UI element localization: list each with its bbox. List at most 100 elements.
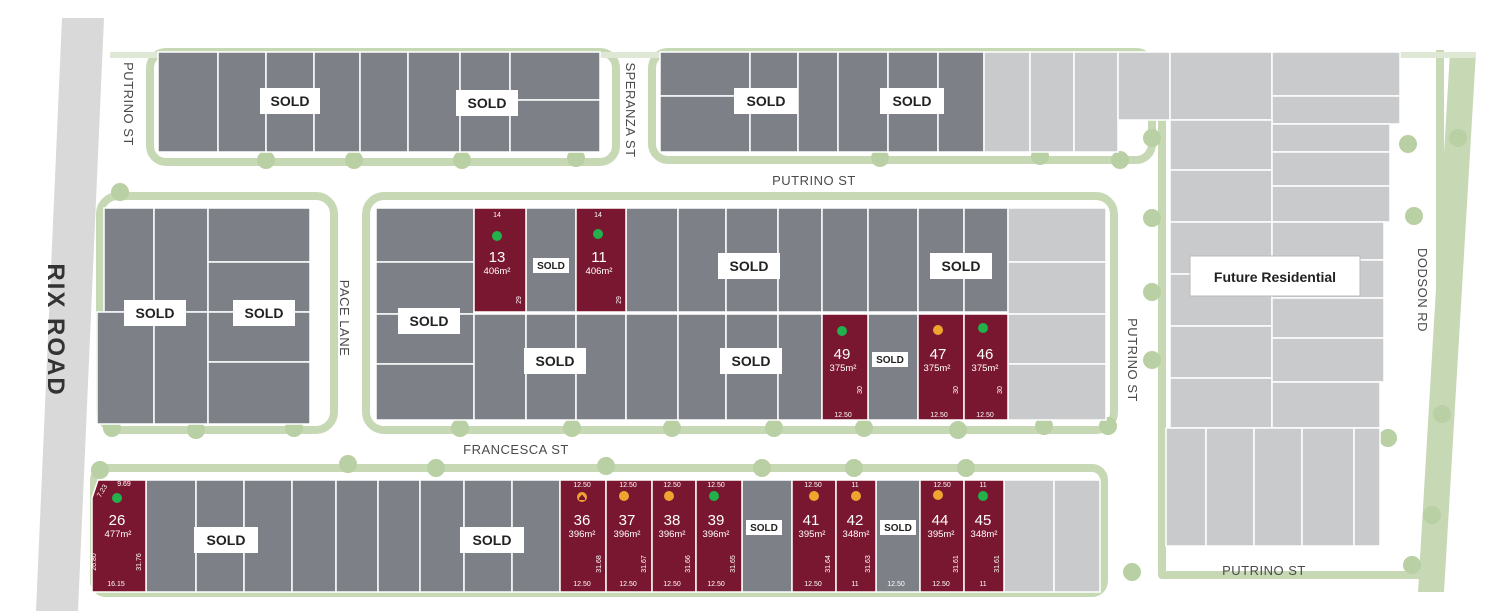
lot-13-number: 13 bbox=[489, 249, 506, 266]
rix-road bbox=[36, 18, 104, 611]
lot-39-shape[interactable] bbox=[695, 479, 743, 593]
lot-42-area: 348m² bbox=[843, 529, 870, 540]
lot-11-number: 11 bbox=[591, 249, 607, 266]
lot-45-side-dim: 31.61 bbox=[994, 555, 1001, 573]
svg-text:SOLD: SOLD bbox=[136, 305, 175, 321]
svg-text:SOLD: SOLD bbox=[884, 523, 912, 534]
lot-47-shape[interactable] bbox=[917, 313, 965, 421]
lot-41-bottom-dim: 12.50 bbox=[804, 581, 822, 588]
sold-label: SOLD bbox=[880, 88, 944, 114]
lot-47-area: 375m² bbox=[924, 363, 951, 374]
lot-38-hold-dot bbox=[664, 491, 674, 501]
lot-49-side-dim: 30 bbox=[857, 386, 864, 394]
lot-37-side-dim: 31.67 bbox=[641, 555, 648, 573]
lot-45-top-dim: 11 bbox=[979, 482, 986, 489]
francesca-st-label: FRANCESCA ST bbox=[463, 442, 569, 457]
sold-label: SOLD bbox=[930, 253, 992, 279]
sold-lots-mid bbox=[375, 207, 1009, 421]
lot-37-top-dim: 12.50 bbox=[619, 482, 637, 489]
lot-26-available-dot bbox=[112, 493, 122, 503]
svg-text:SOLD: SOLD bbox=[750, 523, 778, 534]
lot-46-number: 46 bbox=[977, 346, 994, 363]
svg-text:SOLD: SOLD bbox=[473, 532, 512, 548]
lot-37-bottom-dim: 12.50 bbox=[619, 581, 637, 588]
lot-44-top-dim: 12.50 bbox=[933, 482, 951, 489]
putrino-st-bottom-label: PUTRINO ST bbox=[1222, 563, 1306, 578]
sold-label: SOLD bbox=[460, 527, 524, 553]
lot-13-available-dot bbox=[492, 231, 502, 241]
svg-text:SOLD: SOLD bbox=[876, 355, 904, 366]
lot-38-bottom-dim: 12.50 bbox=[663, 581, 681, 588]
lot-11-available-dot bbox=[593, 229, 603, 239]
dodson-verge bbox=[1418, 52, 1476, 592]
lot-42-hold-dot bbox=[851, 491, 861, 501]
house-icon bbox=[577, 492, 587, 502]
svg-text:SOLD: SOLD bbox=[271, 93, 310, 109]
sold-label: SOLD bbox=[734, 88, 798, 114]
lot-46-bottom-dim: 12.50 bbox=[976, 412, 994, 419]
lot-46-side-dim: 30 bbox=[997, 386, 1004, 394]
lot-45-shape[interactable] bbox=[963, 479, 1005, 593]
lot-37-hold-dot bbox=[619, 491, 629, 501]
lot-41-hold-dot bbox=[809, 491, 819, 501]
svg-text:Future Residential: Future Residential bbox=[1214, 269, 1336, 285]
lot-49-available-dot bbox=[837, 326, 847, 336]
sold-label-small: SOLD bbox=[880, 520, 916, 535]
sold-label-small: SOLD bbox=[872, 352, 908, 367]
svg-text:SOLD: SOLD bbox=[207, 532, 246, 548]
lot-47-hold-dot bbox=[933, 325, 943, 335]
future-lots-mid bbox=[1007, 207, 1107, 421]
lot-42-side-dim: 31.63 bbox=[865, 555, 872, 573]
lot-49-area: 375m² bbox=[830, 363, 857, 374]
lot-39-available-dot bbox=[709, 491, 719, 501]
lot-47-number: 47 bbox=[930, 346, 947, 363]
lot-39-top-dim: 12.50 bbox=[707, 482, 725, 489]
lot-39-number: 39 bbox=[708, 512, 725, 529]
lot-45-bottom-dim: 11 bbox=[979, 581, 986, 588]
lot-26-side-dim: 31.76 bbox=[136, 553, 143, 571]
svg-text:SOLD: SOLD bbox=[730, 258, 769, 274]
lot-11-top-dim: 14 bbox=[594, 212, 602, 219]
lot-13-shape[interactable] bbox=[473, 207, 527, 313]
lot-26-top-dim: 9.69 bbox=[117, 481, 131, 488]
lot-39-side-dim: 31.65 bbox=[730, 555, 737, 573]
lot-26-shape[interactable] bbox=[91, 479, 147, 593]
lot-38-top-dim: 12.50 bbox=[663, 482, 681, 489]
svg-text:SOLD: SOLD bbox=[747, 93, 786, 109]
lot-38-number: 38 bbox=[664, 512, 681, 529]
putrino-st-west-label: PUTRINO ST bbox=[121, 62, 136, 146]
lot-36-shape[interactable] bbox=[559, 479, 607, 593]
lot-44-area: 395m² bbox=[928, 529, 955, 540]
pace-lane-label: PACE LANE bbox=[337, 280, 352, 357]
lot-44-bottom-dim: 12.50 bbox=[932, 581, 950, 588]
sold-label: SOLD bbox=[233, 300, 295, 326]
lot-44-shape[interactable] bbox=[919, 479, 965, 593]
lot-45-number: 45 bbox=[975, 512, 992, 529]
speranza-st-label: SPERANZA ST bbox=[623, 62, 638, 157]
lot-38-shape[interactable] bbox=[651, 479, 697, 593]
lot-42-top-dim: 11 bbox=[851, 482, 858, 489]
svg-text:SOLD: SOLD bbox=[732, 353, 771, 369]
rix-road-label: RIX ROAD bbox=[42, 263, 69, 396]
sold-label: SOLD bbox=[524, 348, 586, 374]
lot-11-area: 406m² bbox=[586, 266, 613, 277]
lot-46-area: 375m² bbox=[972, 363, 999, 374]
sold-label: SOLD bbox=[718, 253, 780, 279]
lot-36-number: 36 bbox=[574, 512, 591, 529]
lot-44-hold-dot bbox=[933, 490, 943, 500]
sold-label: SOLD bbox=[456, 90, 518, 116]
sold-label-small: SOLD bbox=[533, 258, 569, 273]
lot-37-shape[interactable] bbox=[605, 479, 653, 593]
lot-36-area: 396m² bbox=[569, 529, 596, 540]
sold-labels: SOLD SOLD SOLD SOLD SOLD SOLD SOLD SOLD … bbox=[124, 88, 992, 553]
lot-11-side-dim: 29 bbox=[616, 296, 623, 304]
lot-37-area: 396m² bbox=[614, 529, 641, 540]
svg-text:SOLD: SOLD bbox=[537, 261, 565, 272]
lot-26-number: 26 bbox=[109, 512, 126, 529]
lot-45-area: 348m² bbox=[971, 529, 998, 540]
lot-36-top-dim: 12.50 bbox=[573, 482, 591, 489]
svg-text:SOLD: SOLD bbox=[245, 305, 284, 321]
lot-11-shape[interactable] bbox=[575, 207, 627, 313]
lot-38-side-dim: 31.66 bbox=[685, 555, 692, 573]
